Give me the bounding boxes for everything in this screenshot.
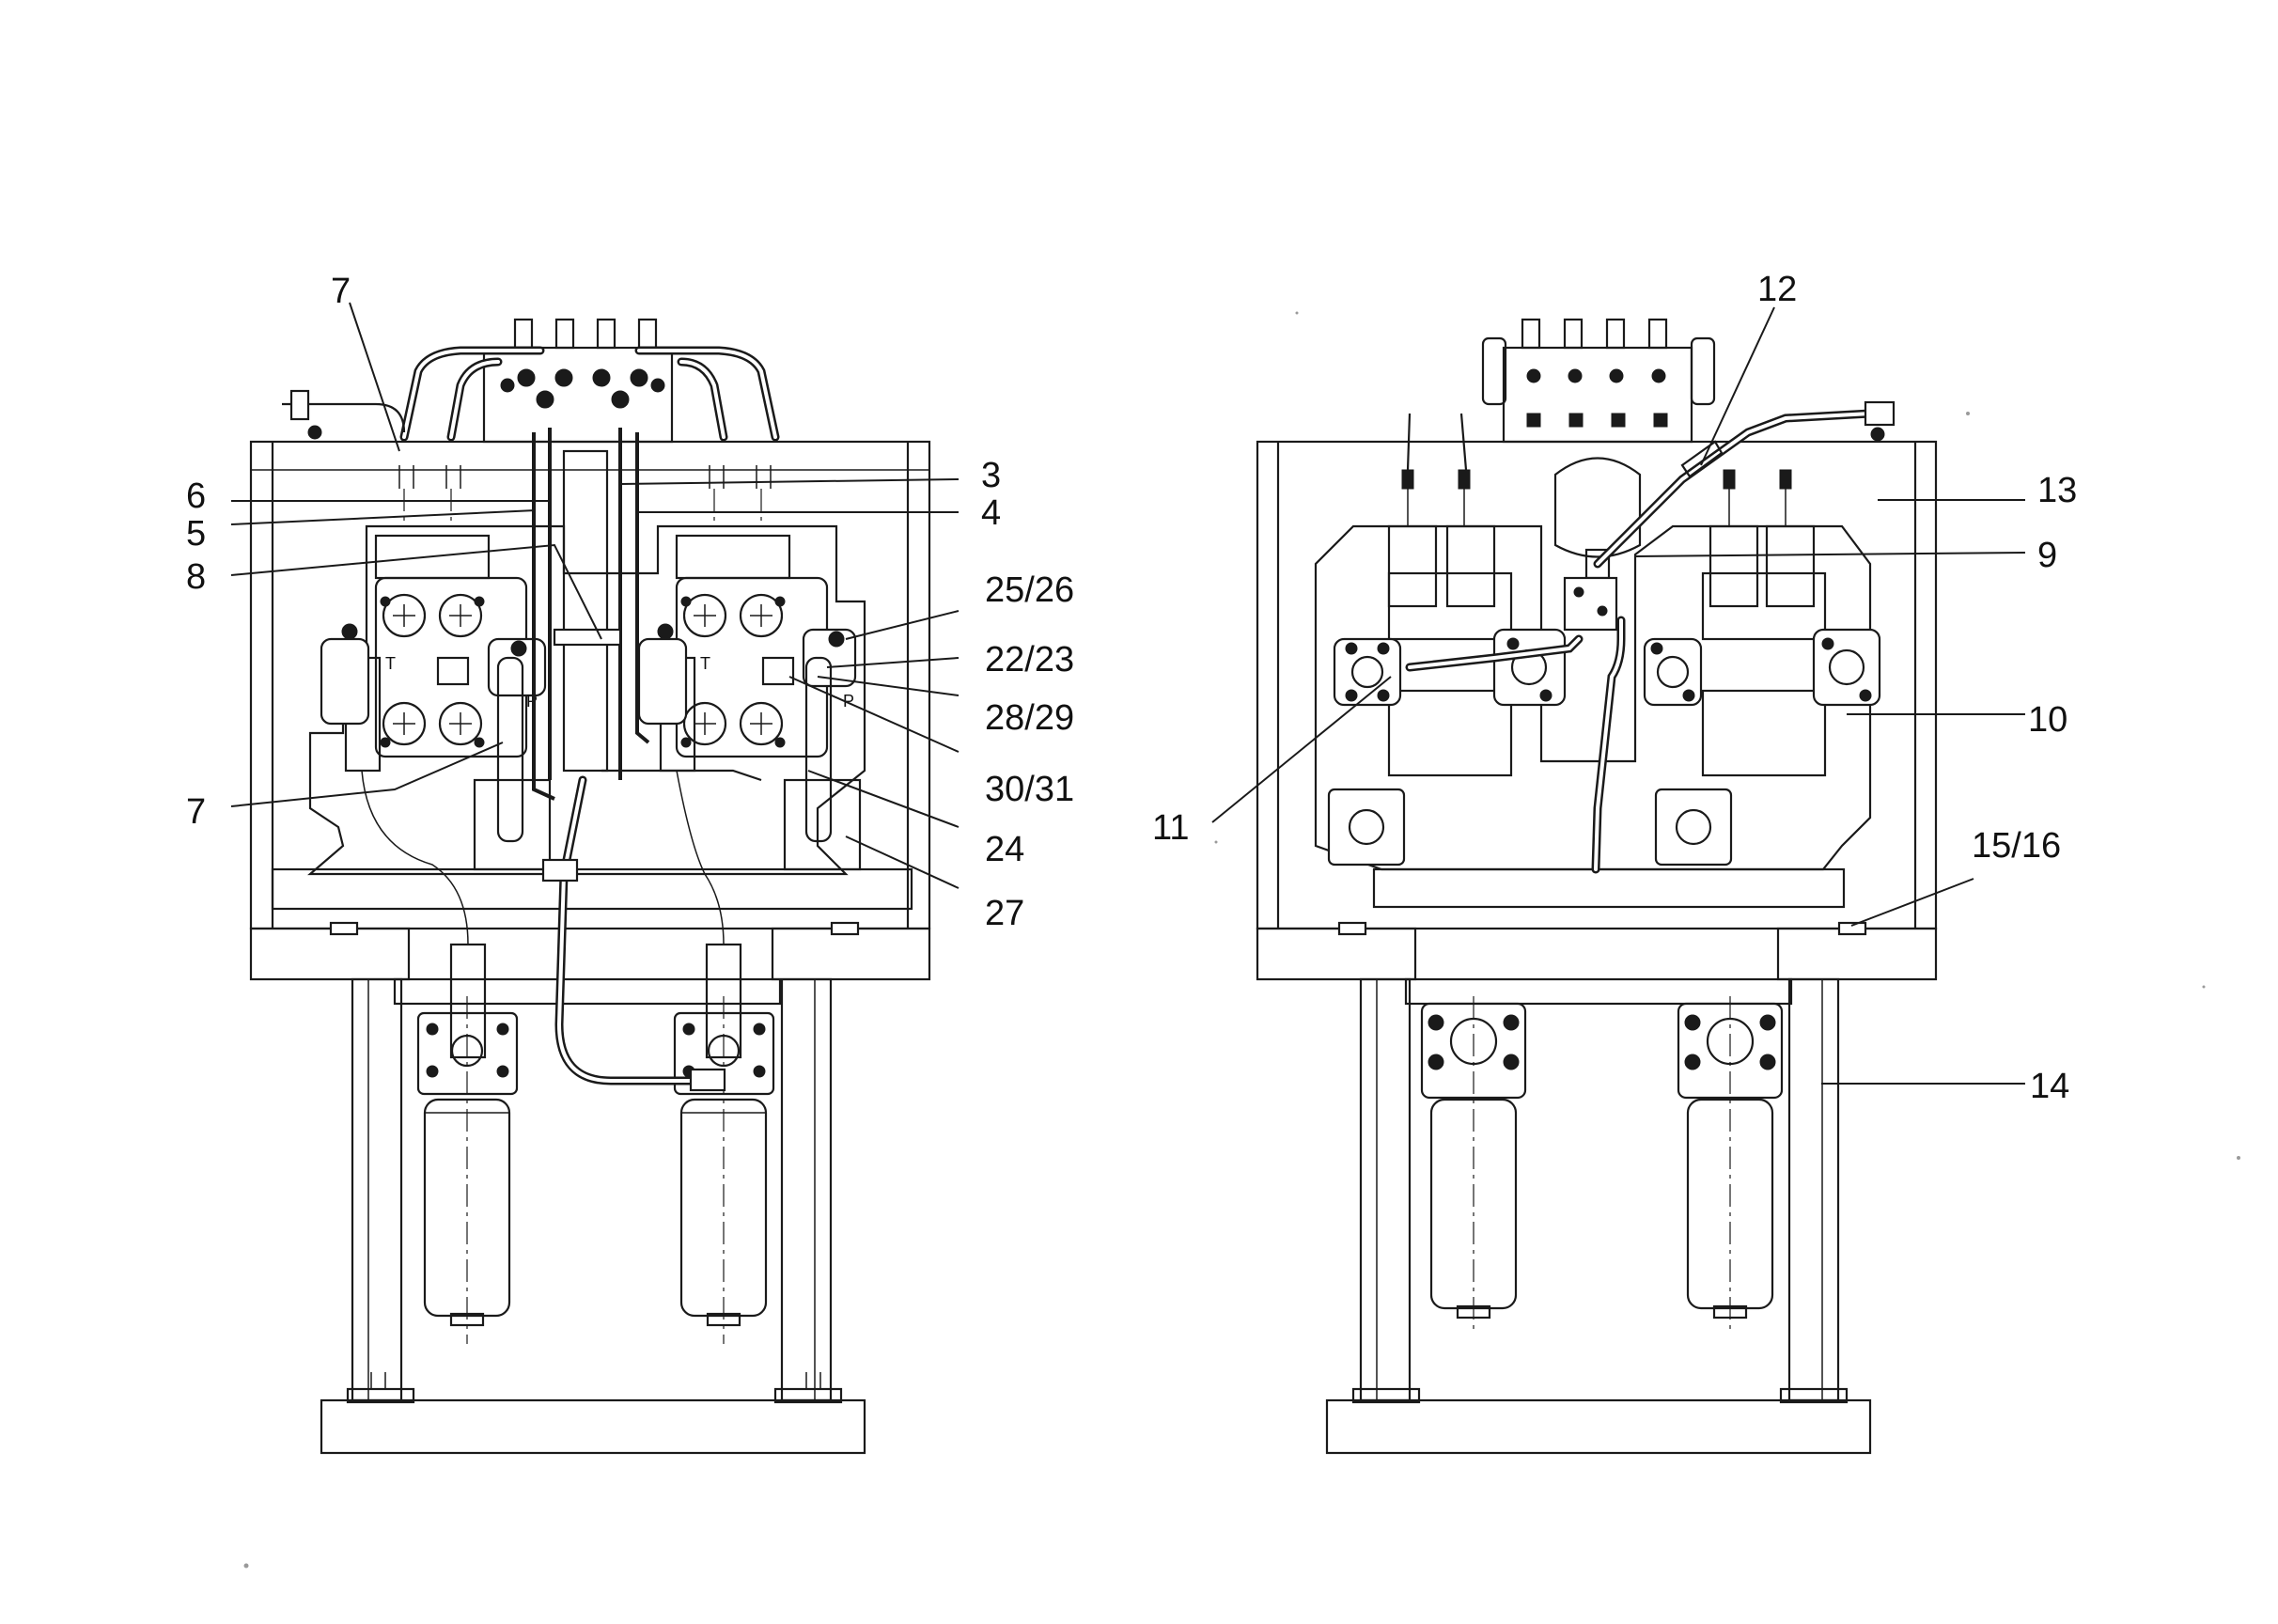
right-valve-stack-2 (1701, 469, 1827, 777)
callout-9: 9 (2037, 536, 2057, 575)
callout-28-29: 28/29 (985, 698, 1074, 738)
callout-22-23: 22/23 (985, 640, 1074, 679)
callout-25-26: 25/26 (985, 570, 1074, 610)
left-central-column (532, 428, 650, 801)
right-filters (1420, 996, 1784, 1335)
left-foot-plate (320, 1372, 866, 1455)
left-legs (351, 977, 833, 1402)
right-foot-plate (1325, 1387, 1872, 1455)
callout-7-top: 7 (331, 272, 351, 311)
callout-labels: 7 6 5 8 7 3 4 25/26 22/23 28/29 30/31 24… (186, 270, 2077, 1106)
callout-7-bottom: 7 (186, 792, 206, 832)
callout-4: 4 (981, 493, 1001, 533)
callout-5: 5 (186, 514, 206, 554)
callout-24: 24 (985, 830, 1024, 869)
right-accumulator (1553, 457, 1642, 632)
callout-27: 27 (985, 894, 1024, 933)
leader-lines (230, 302, 2026, 1085)
left-side-caps (320, 623, 857, 726)
callout-14: 14 (2030, 1067, 2069, 1106)
left-top-solenoids (399, 318, 780, 444)
callout-11: 11 (1152, 808, 1189, 848)
callout-15-16: 15/16 (1972, 826, 2061, 866)
scan-specks (243, 311, 2240, 1569)
callout-6: 6 (186, 476, 206, 516)
right-hoses (1405, 400, 1896, 874)
right-base-plates (1256, 867, 1938, 1006)
callout-10: 10 (2028, 700, 2067, 740)
port-p-right: P (843, 692, 854, 710)
callout-3: 3 (981, 456, 1001, 495)
callout-13: 13 (2037, 471, 2077, 510)
port-t-left: T (385, 654, 396, 673)
left-return-line (541, 769, 762, 1092)
port-t-right: T (700, 654, 710, 673)
left-top-fittings (398, 465, 772, 526)
left-pressure-pipes (473, 656, 862, 871)
left-filters (416, 996, 775, 1344)
left-cable-gland (282, 389, 406, 440)
right-view (1256, 318, 1938, 1455)
left-base-plates (249, 867, 931, 1006)
callout-30-31: 30/31 (985, 770, 1074, 809)
right-top-solenoids (1481, 318, 1716, 444)
right-valve-stack-1 (1387, 413, 1513, 777)
callout-12: 12 (1757, 270, 1797, 309)
left-view: T P T P (249, 318, 931, 1455)
callout-8: 8 (186, 557, 206, 597)
